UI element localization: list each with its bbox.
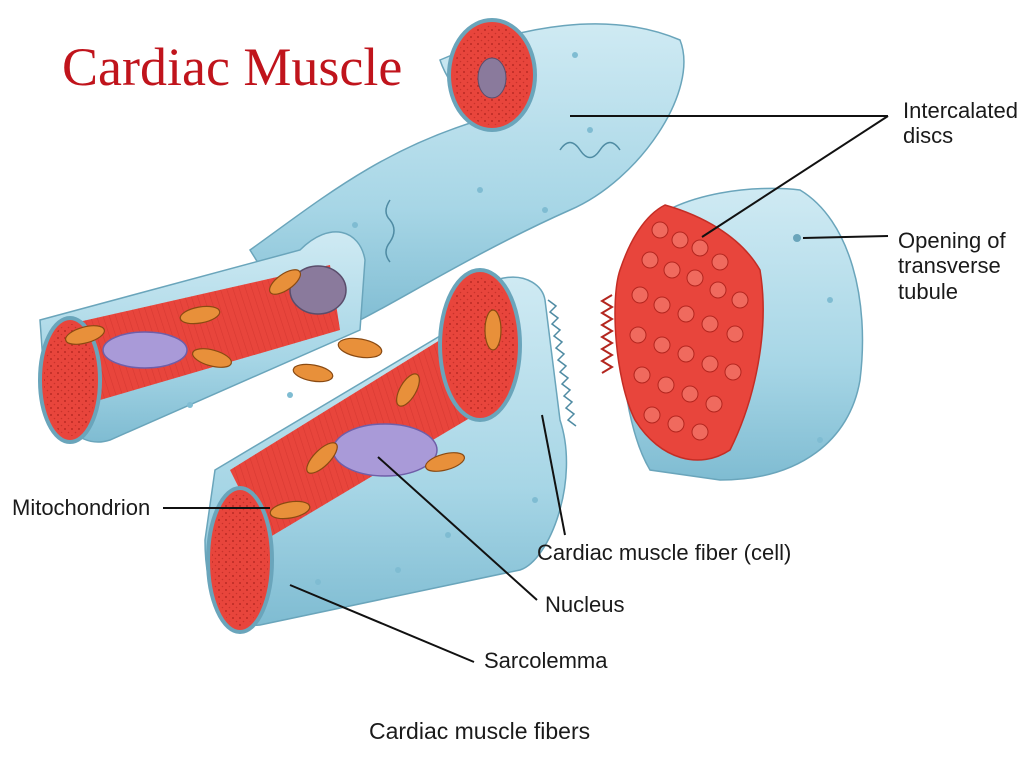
label-opening-transverse-tubule: Opening of transverse tubule xyxy=(898,228,1006,304)
left-fiber-nucleus xyxy=(102,331,188,369)
upper-cut-nucleus xyxy=(289,265,347,315)
leader-lines xyxy=(163,115,889,663)
label-opening-line3: tubule xyxy=(898,278,958,304)
figure-caption: Cardiac muscle fibers xyxy=(369,718,591,744)
label-intercalated-discs-line1: Intercalated xyxy=(903,98,1018,123)
label-intercalated-discs: Intercalated discs xyxy=(903,98,1018,149)
label-nucleus: Nucleus xyxy=(545,592,625,617)
sarcolemma-dots xyxy=(187,52,833,585)
label-sarcolemma: Sarcolemma xyxy=(484,648,608,673)
label-mitochondrion: Mitochondrion xyxy=(12,495,151,520)
lower-fiber-nucleus xyxy=(332,423,438,477)
disc-projections xyxy=(629,221,749,441)
t-tubule-opening xyxy=(793,234,801,242)
mitochondria xyxy=(64,269,502,520)
label-intercalated-discs-line2: discs xyxy=(903,123,954,149)
upper-tube-nucleus xyxy=(477,57,507,99)
label-opening-line1: Opening of xyxy=(898,228,1006,253)
slide-title: Cardiac Muscle xyxy=(62,37,403,97)
label-cardiac-muscle-fiber: Cardiac muscle fiber (cell) xyxy=(537,540,792,565)
label-opening-line2: transverse xyxy=(898,253,1001,279)
intercalated-disc-face xyxy=(614,204,764,461)
